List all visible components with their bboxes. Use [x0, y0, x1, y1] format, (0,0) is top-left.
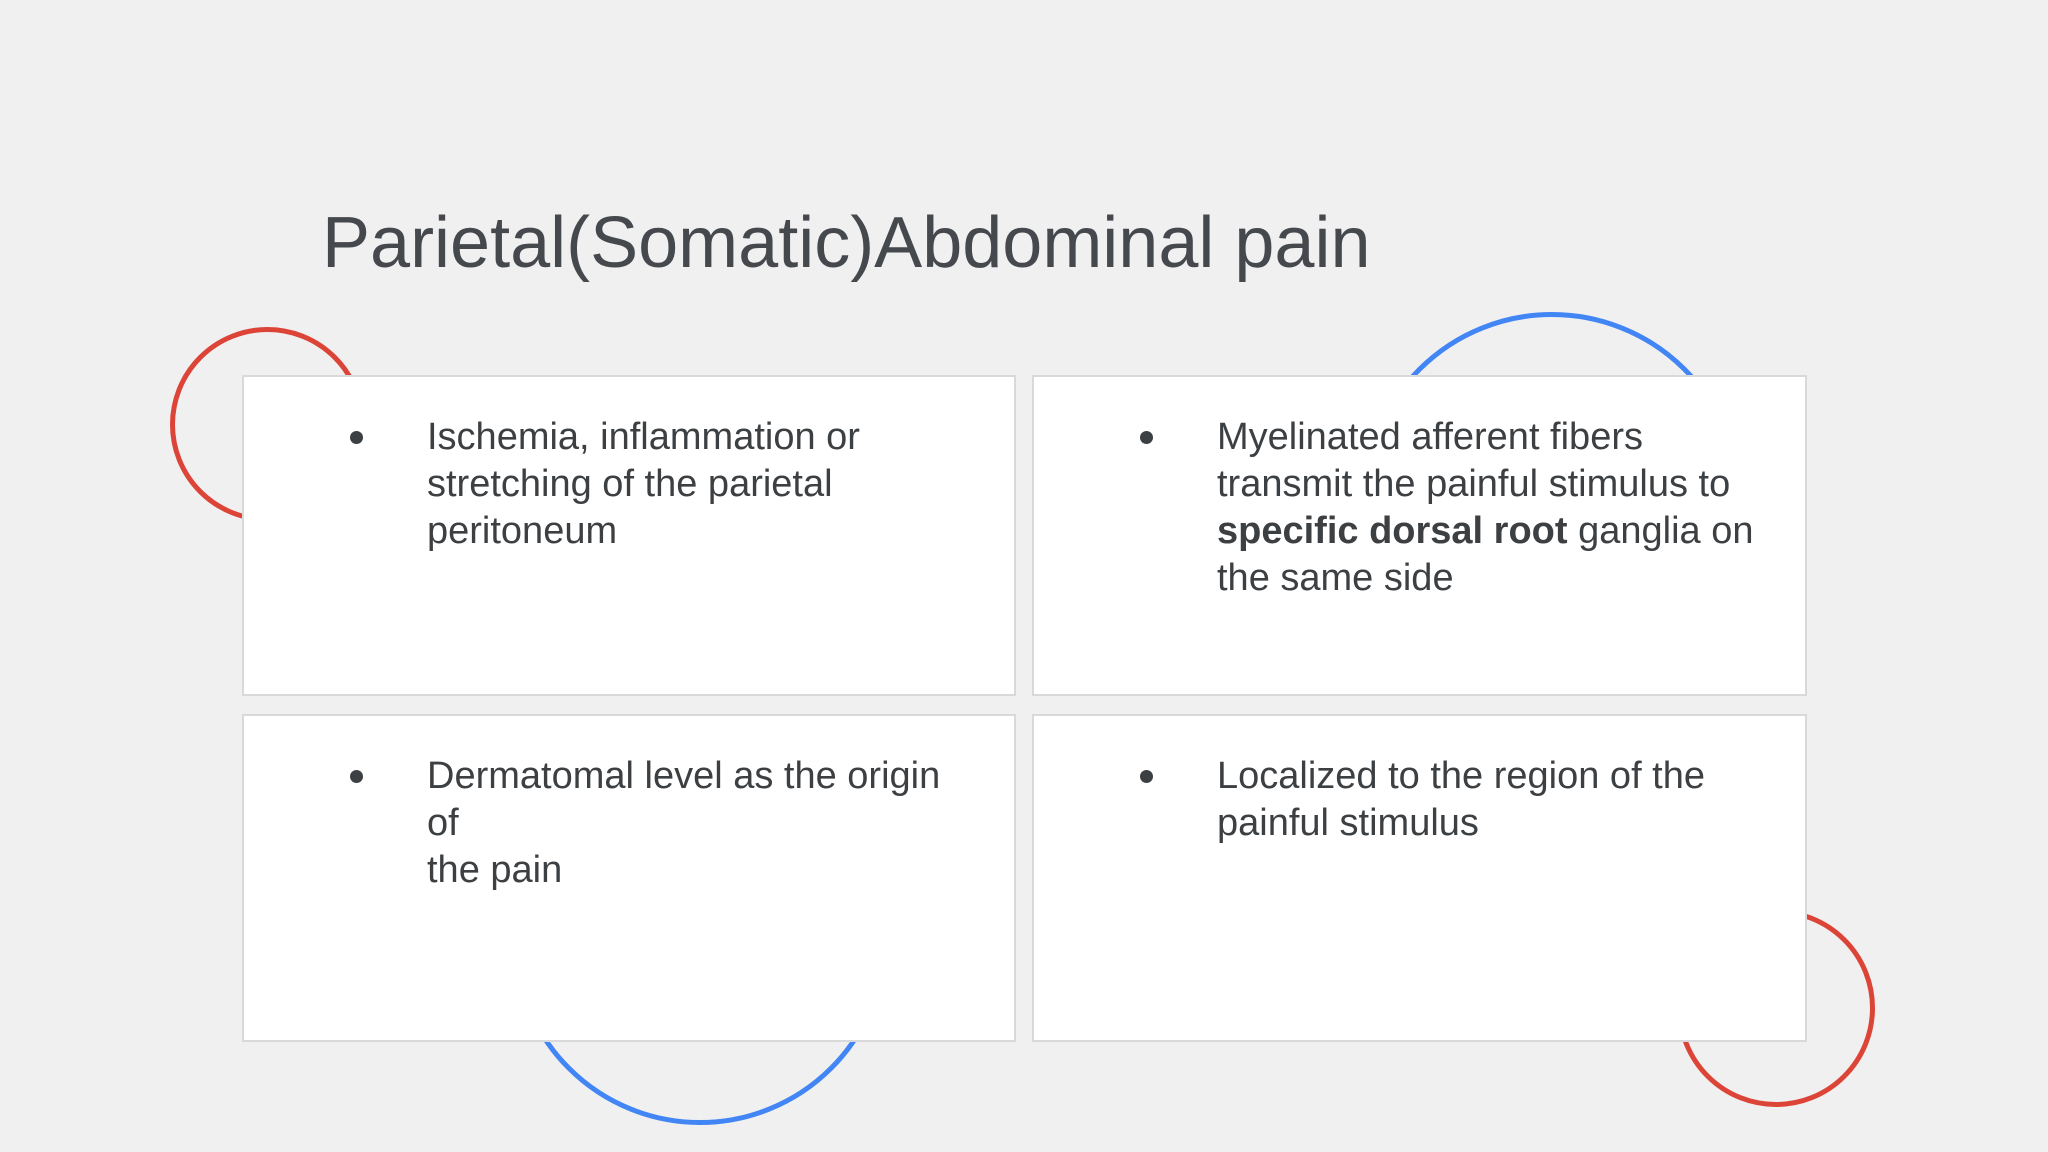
- bullet-dot-icon: [350, 770, 363, 783]
- bullet-dot-icon: [350, 431, 363, 444]
- bullet-dot-icon: [1140, 431, 1153, 444]
- bullet-dot-icon: [1140, 770, 1153, 783]
- slide-title: Parietal(Somatic)Abdominal pain: [322, 203, 1371, 283]
